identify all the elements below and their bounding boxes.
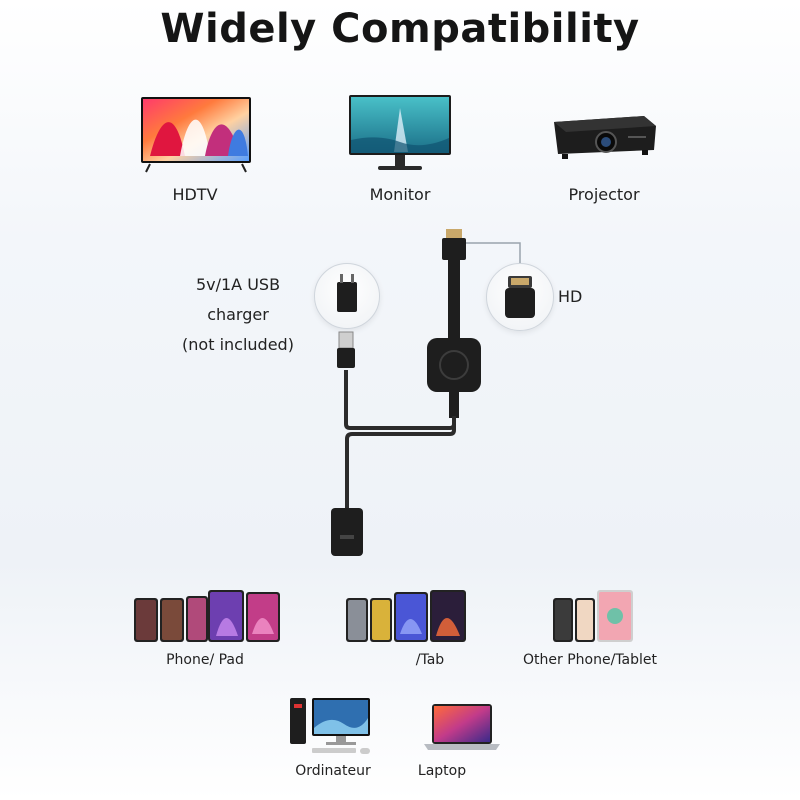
laptop-icon [424,704,500,750]
charger-label-line3: (not included) [182,335,294,354]
computer-label-laptop: Laptop [417,763,467,779]
monitor-label: Monitor [369,185,431,204]
monitor-device [348,94,452,176]
hd-connector-callout [486,263,554,331]
hd-label: HD [558,287,583,306]
page-title: Widely Compatibility [160,6,640,52]
desktop-computer-icon [290,698,370,754]
projector-label: Projector [568,185,640,204]
phones-pads-group [134,590,280,642]
charger-label-line1: 5v/1A USB [195,275,281,294]
source-label-tab: /Tab [415,652,445,668]
usb-charger-icon [337,274,357,312]
source-label-phone-pad: Phone/ Pad [166,652,244,668]
other-phones-group [553,590,633,642]
phones-pads-icon [134,590,280,642]
charger-callout [314,263,380,329]
laptop-group [424,702,500,752]
tv-icon [141,97,251,173]
monitor-icon [349,95,451,170]
projector-device [548,112,660,172]
hdmi-plug-icon [505,276,535,318]
source-label-other: Other Phone/Tablet [523,652,657,668]
computer-label-ordinateur: Ordinateur [295,763,371,779]
desktop-group [290,696,376,756]
other-phones-icon [553,590,633,642]
hdtv-device [140,96,252,176]
hdtv-label: HDTV [172,185,218,204]
charger-label-line2: charger [207,305,269,324]
tablets-icon [346,590,466,642]
tablets-group [346,590,466,642]
projector-icon [554,116,656,159]
